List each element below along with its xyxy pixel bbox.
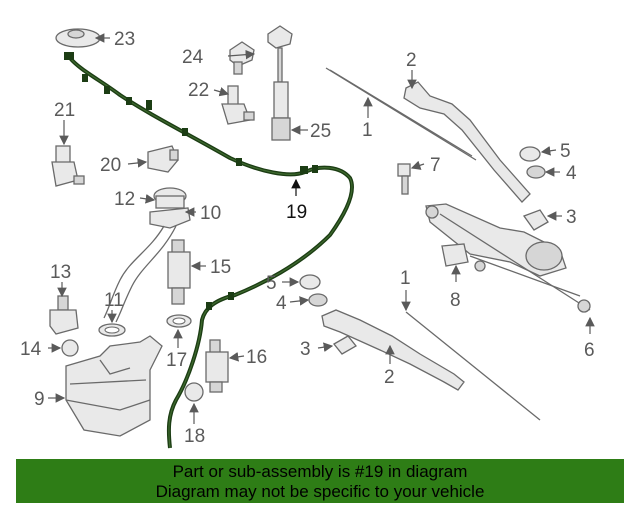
callout-8[interactable]: 8 (450, 290, 461, 311)
callout-15[interactable]: 15 (210, 257, 231, 278)
callout-12[interactable]: 12 (114, 189, 135, 210)
callout-22[interactable]: 22 (188, 80, 209, 101)
callout-9[interactable]: 9 (34, 389, 45, 410)
filler-neck-10[interactable] (103, 207, 191, 323)
grommet-23[interactable] (55, 28, 101, 48)
banner-line-2: Diagram may not be specific to your vehi… (155, 482, 485, 501)
clip-20[interactable] (147, 145, 179, 173)
callout-21[interactable]: 21 (54, 100, 75, 121)
cap-5-lower[interactable] (299, 274, 321, 290)
washer-hose-19[interactable] (64, 52, 354, 449)
wiper-blade-1-upper[interactable] (325, 67, 477, 161)
nut-4-lower[interactable] (308, 293, 328, 307)
callout-18[interactable]: 18 (184, 426, 205, 447)
callout-16[interactable]: 16 (246, 347, 267, 368)
washer-pump-15[interactable] (167, 239, 191, 305)
callout-20[interactable]: 20 (100, 155, 121, 176)
filler-cap-12[interactable] (153, 187, 187, 209)
callout-5-upper[interactable]: 5 (560, 141, 571, 162)
banner-line-1: Part or sub-assembly is #19 in diagram (172, 462, 468, 481)
callout-13[interactable]: 13 (50, 262, 71, 283)
callout-5-lower[interactable]: 5 (266, 273, 277, 294)
wiper-blade-1-lower[interactable] (405, 311, 541, 421)
washer-reservoir-9[interactable] (65, 335, 163, 437)
callout-23[interactable]: 23 (114, 29, 135, 50)
washer-pump-16[interactable] (205, 339, 229, 393)
bolt-7[interactable] (397, 163, 411, 195)
cap-5-upper[interactable] (519, 146, 541, 162)
parts-diagram: 23 24 22 25 21 20 12 10 15 13 11 14 17 1… (20, 25, 595, 449)
callout-6[interactable]: 6 (584, 340, 595, 361)
grommet-18[interactable] (184, 382, 204, 402)
check-valve-22[interactable] (221, 85, 255, 125)
wiper-arm-2-upper[interactable] (403, 81, 531, 203)
callout-10[interactable]: 10 (200, 203, 221, 224)
seal-14[interactable] (61, 339, 79, 357)
cap-3-upper[interactable] (522, 209, 549, 231)
connector-21[interactable] (51, 145, 85, 187)
callout-19[interactable]: 19 (286, 202, 307, 223)
callout-2-upper[interactable]: 2 (406, 50, 417, 71)
o-ring-11[interactable] (98, 323, 126, 337)
callout-14[interactable]: 14 (20, 339, 42, 360)
cap-3-lower[interactable] (333, 335, 357, 355)
callout-17[interactable]: 17 (166, 350, 187, 371)
info-banner: Part or sub-assembly is #19 in diagram D… (16, 459, 624, 503)
callout-7[interactable]: 7 (430, 155, 441, 176)
callout-3-lower[interactable]: 3 (300, 339, 311, 360)
callout-1-lower[interactable]: 1 (400, 268, 411, 289)
callout-1-upper[interactable]: 1 (362, 120, 373, 141)
callout-25[interactable]: 25 (310, 121, 331, 142)
bracket-8[interactable] (441, 243, 469, 267)
o-ring-17[interactable] (166, 314, 192, 328)
callout-4-lower[interactable]: 4 (276, 293, 287, 314)
callout-4-upper[interactable]: 4 (566, 163, 577, 184)
callout-labels: 23 24 22 25 21 20 12 10 15 13 11 14 17 1… (20, 29, 595, 447)
washer-nozzle-25[interactable] (267, 25, 293, 141)
callout-2-lower[interactable]: 2 (384, 367, 395, 388)
washer-nozzle-24[interactable] (229, 41, 255, 75)
callout-11[interactable]: 11 (104, 290, 124, 311)
pump-13[interactable] (49, 295, 79, 335)
callout-24[interactable]: 24 (182, 47, 204, 68)
nut-4-upper[interactable] (526, 165, 546, 179)
wiper-linkage-6[interactable] (425, 203, 591, 313)
callout-3-upper[interactable]: 3 (566, 207, 577, 228)
